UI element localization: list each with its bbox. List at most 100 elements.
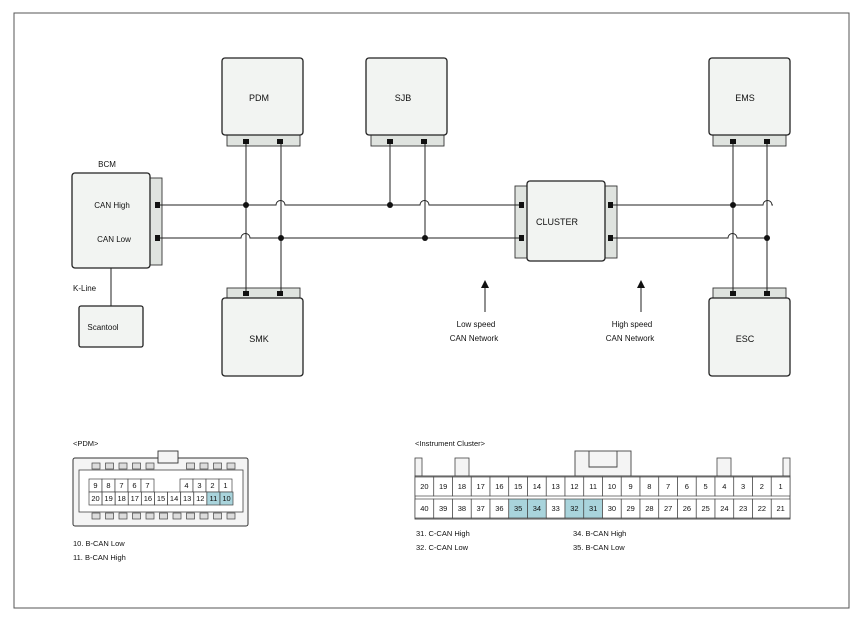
cluster-pin-top-10-label: 10: [608, 482, 616, 491]
pdm-latch-tooth: [105, 462, 114, 470]
esc-module: ESC: [708, 287, 791, 377]
cluster-pin-bot-21: [770, 498, 791, 519]
high-speed-label-2: CAN Network: [606, 334, 655, 343]
pdm-latch-tooth: [186, 512, 195, 520]
cluster-pin-top-1-label: 1: [779, 482, 783, 491]
cluster-pin-bot-22-label: 22: [758, 504, 766, 513]
low-speed-label-2: CAN Network: [450, 334, 499, 343]
esc-label: ESC: [736, 334, 755, 344]
pdm-module: PDM: [221, 57, 304, 147]
diagram-frame: [13, 12, 850, 609]
smk-label: SMK: [249, 334, 269, 344]
pdm-pin-top-0-label: 9: [93, 481, 97, 490]
cluster-pin-top-18-label: 18: [458, 482, 466, 491]
pdm-pin-top-4-label: 7: [145, 481, 149, 490]
pdm-latch-tooth: [172, 512, 182, 520]
cluster-pin-top-9-label: 9: [629, 482, 633, 491]
cluster-pin-bot-39-label: 39: [439, 504, 447, 513]
pdm-pin-top-5-label: 4: [184, 481, 188, 490]
cluster-pin-bot-28-label: 28: [645, 504, 653, 513]
cluster-pin-bot-30-label: 30: [608, 504, 616, 513]
scantool-box: Scantool: [78, 305, 144, 348]
cluster-note-32: 32. C-CAN Low: [416, 543, 469, 552]
can-wiring: [160, 144, 773, 291]
cluster-pin-top-5-label: 5: [704, 482, 708, 491]
cluster-pin-top-16-label: 16: [495, 482, 503, 491]
ems-label: EMS: [735, 93, 755, 103]
smk-module: SMK: [221, 287, 304, 377]
low-speed-can-low-wire: [160, 233, 519, 239]
pdm-latch-tooth: [199, 462, 209, 470]
ems-module: EMS: [708, 57, 791, 147]
pdm-latch-tooth: [226, 512, 236, 520]
pdm-latch-tooth: [145, 462, 155, 470]
cluster-connector-title: <Instrument Cluster>: [415, 439, 486, 448]
low-speed-label-1: Low speed: [457, 320, 496, 329]
pdm-pin-bot-1-label: 19: [104, 494, 112, 503]
cluster-pin-bot-38-label: 38: [458, 504, 466, 513]
pdm-note-1: 10. B-CAN Low: [73, 539, 125, 548]
cluster-pin-top-7-label: 7: [666, 482, 670, 491]
scantool-label: Scantool: [87, 323, 118, 332]
pdm-latch-tooth: [118, 462, 128, 470]
pdm-note-2: 11. B-CAN High: [73, 553, 126, 562]
cluster-pin-bot-29-label: 29: [626, 504, 634, 513]
cluster-pin-bot-31-label: 31: [589, 504, 597, 513]
cluster-pin-bot-27-label: 27: [664, 504, 672, 513]
cluster-note-34: 34. B-CAN High: [573, 529, 626, 538]
pdm-connector-title: <PDM>: [73, 439, 99, 448]
cluster-pin-top-13-label: 13: [551, 482, 559, 491]
sjb-module: SJB: [365, 57, 448, 147]
low-speed-can-high-wire: [160, 200, 519, 206]
pdm-latch-tooth: [226, 462, 236, 470]
cluster-pin-bot-37-label: 37: [476, 504, 484, 513]
pdm-pin-bot-7-label: 13: [183, 494, 191, 503]
cluster-label: CLUSTER: [536, 217, 579, 227]
cluster-pin-bot-35-label: 35: [514, 504, 522, 513]
pdm-latch-tooth: [91, 462, 101, 470]
pdm-label: PDM: [249, 93, 269, 103]
cluster-pin-top-11-label: 11: [589, 482, 597, 491]
kline-label: K-Line: [73, 284, 97, 293]
pdm-latch-tooth: [199, 512, 209, 520]
pdm-pin-bot-10: [219, 491, 234, 506]
cluster-pin-top-15-label: 15: [514, 482, 522, 491]
pdm-pin-bot-6-label: 14: [170, 494, 178, 503]
pdm-pin-bot-8-label: 12: [196, 494, 204, 503]
cluster-pin-bot-34-label: 34: [533, 504, 541, 513]
cluster-pin-bot-33-label: 33: [551, 504, 559, 513]
cluster-pin-bot-40-label: 40: [420, 504, 428, 513]
cluster-pin-top-6-label: 6: [685, 482, 689, 491]
cluster-pin-top-19-label: 19: [439, 482, 447, 491]
cluster-pin-bot-24-label: 24: [720, 504, 728, 513]
cluster-pin-bot-26-label: 26: [683, 504, 691, 513]
pdm-latch-tooth: [213, 462, 222, 470]
cluster-pin-top-17-label: 17: [476, 482, 484, 491]
high-speed-network-annotation: High speed CAN Network: [606, 280, 655, 343]
pdm-pin-top-1-label: 8: [106, 481, 110, 490]
cluster-pin-bot-21-label: 21: [776, 504, 784, 513]
pdm-pin-bot-5-label: 15: [157, 494, 165, 503]
cluster-pin-top-8-label: 8: [647, 482, 651, 491]
cluster-pin-top-2-label: 2: [760, 482, 764, 491]
pdm-pin-top-2-label: 7: [119, 481, 123, 490]
pdm-latch-tooth: [145, 512, 155, 520]
low-speed-network-annotation: Low speed CAN Network: [450, 280, 499, 343]
cluster-note-31: 31. C-CAN High: [416, 529, 470, 538]
cluster-pin-bot-25-label: 25: [701, 504, 709, 513]
cluster-note-35: 35. B-CAN Low: [573, 543, 625, 552]
pdm-latch-tooth: [118, 512, 128, 520]
cluster-pin-bot-36-label: 36: [495, 504, 503, 513]
cluster-pin-bot-23-label: 23: [739, 504, 747, 513]
sjb-label: SJB: [395, 93, 412, 103]
cluster-pin-top-12-label: 12: [570, 482, 578, 491]
cluster-pin-bot-32-label: 32: [570, 504, 578, 513]
pdm-latch-tooth: [132, 512, 141, 520]
pdm-pin-top-8-label: 1: [223, 481, 227, 490]
bcm-can-low-label: CAN Low: [97, 235, 131, 244]
pdm-pin-bot-0-label: 20: [91, 494, 99, 503]
bcm-title: BCM: [98, 160, 116, 169]
high-speed-can-low-wire: [613, 233, 767, 239]
